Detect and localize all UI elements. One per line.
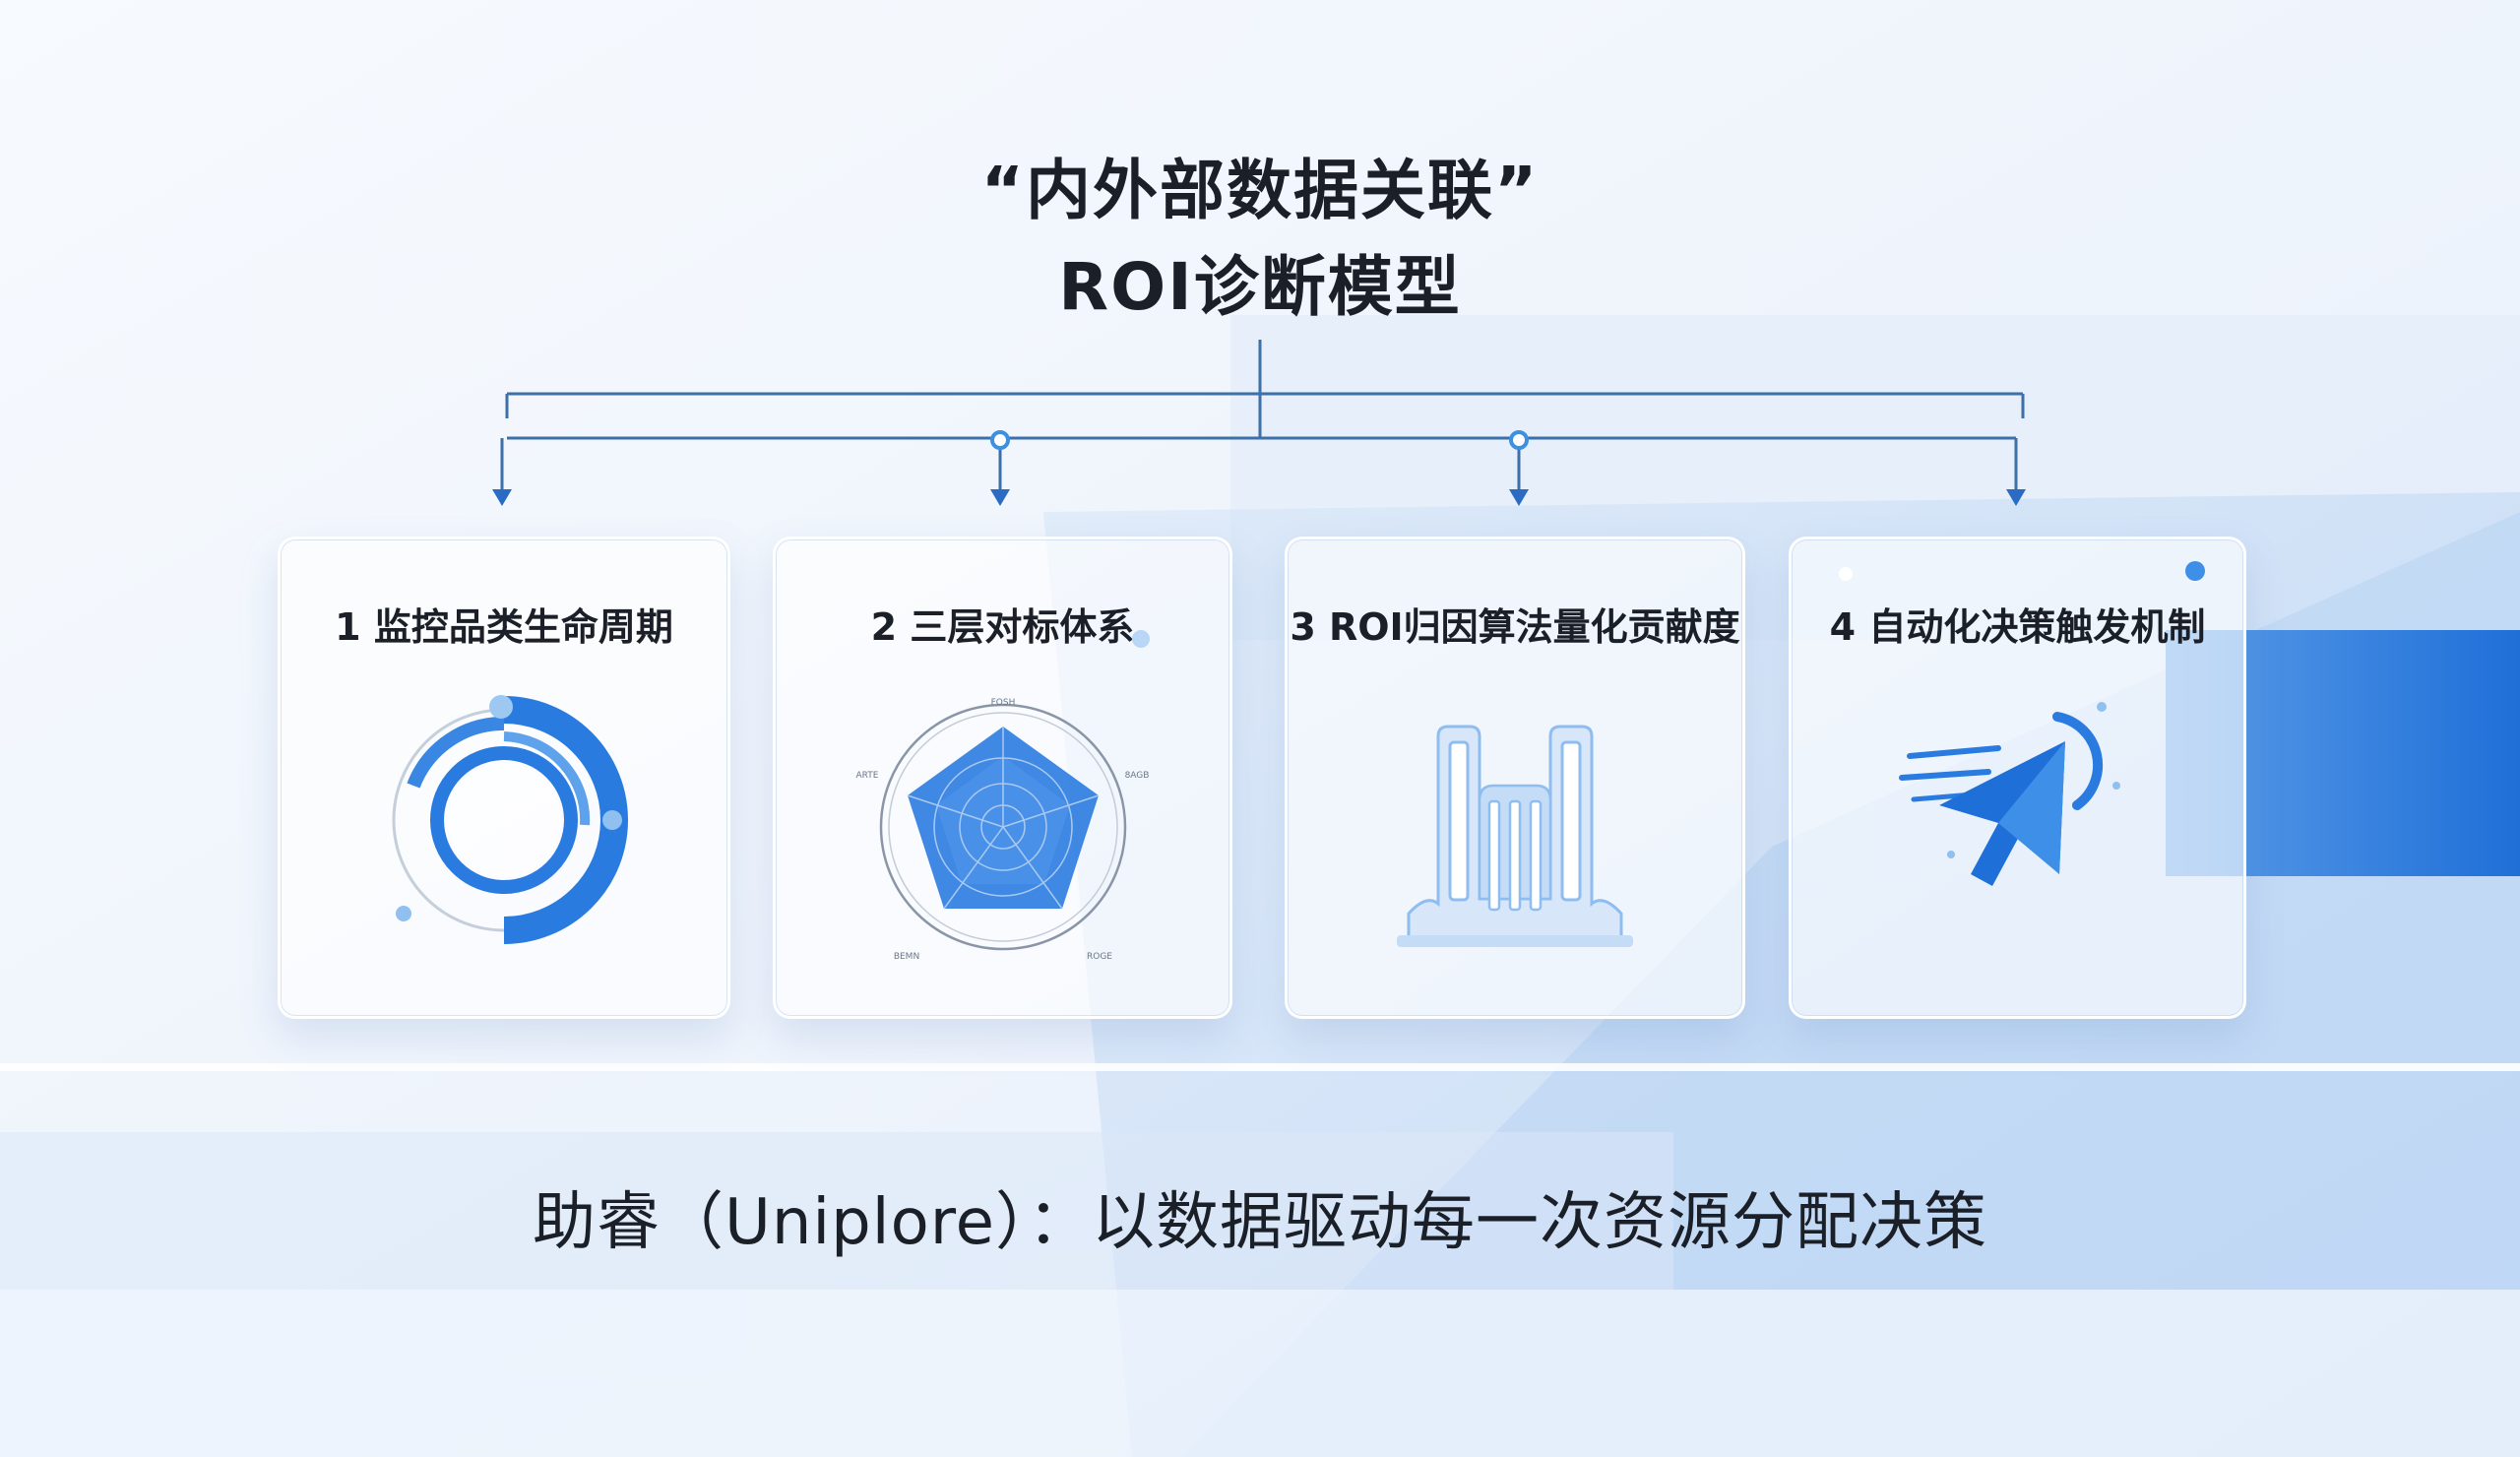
radar-label-top: FOSH bbox=[990, 698, 1015, 708]
radar-label-left: ARTE bbox=[855, 771, 878, 781]
tagline: 助睿（Uniplore）：以数据驱动每一次资源分配决策 bbox=[532, 1186, 1988, 1259]
card-4-dot-small bbox=[1839, 567, 1853, 581]
card-4-dot bbox=[2185, 561, 2205, 581]
cursor-arrow-icon bbox=[1898, 702, 2120, 886]
radar-label-bottom-left: BEMN bbox=[893, 952, 918, 962]
radar-label-right: 8AGB bbox=[1124, 771, 1149, 781]
ring-chart-icon bbox=[392, 696, 628, 944]
step-card-4: 4 自动化决策触发机制 bbox=[1789, 537, 2246, 1019]
step-card-1: 1 监控品类生命周期 bbox=[278, 537, 730, 1019]
step-card-4-label: 4 自动化决策触发机制 bbox=[1829, 605, 2206, 649]
step-card-1-label: 1 监控品类生命周期 bbox=[335, 605, 673, 649]
step-card-3: 3 ROI归因算法量化贡献度 bbox=[1285, 537, 1745, 1019]
step-card-2: 2 三层对标体系 FOSH 8AGB ROGE BEMN ARTE bbox=[773, 537, 1232, 1019]
radar-chart-icon: FOSH 8AGB ROGE BEMN ARTE bbox=[855, 698, 1149, 962]
diagram-title-line1: “内外部数据关联” bbox=[980, 153, 1540, 228]
card-2-dot bbox=[1132, 630, 1150, 648]
bar-columns-icon bbox=[1397, 725, 1633, 947]
radar-label-bottom-right: ROGE bbox=[1087, 952, 1112, 962]
step-card-2-label: 2 三层对标体系 bbox=[870, 605, 1135, 649]
ring-chart-dot bbox=[489, 695, 513, 719]
diagram-title-line2: ROI诊断模型 bbox=[1058, 249, 1462, 325]
step-card-3-label: 3 ROI归因算法量化贡献度 bbox=[1290, 605, 1740, 649]
